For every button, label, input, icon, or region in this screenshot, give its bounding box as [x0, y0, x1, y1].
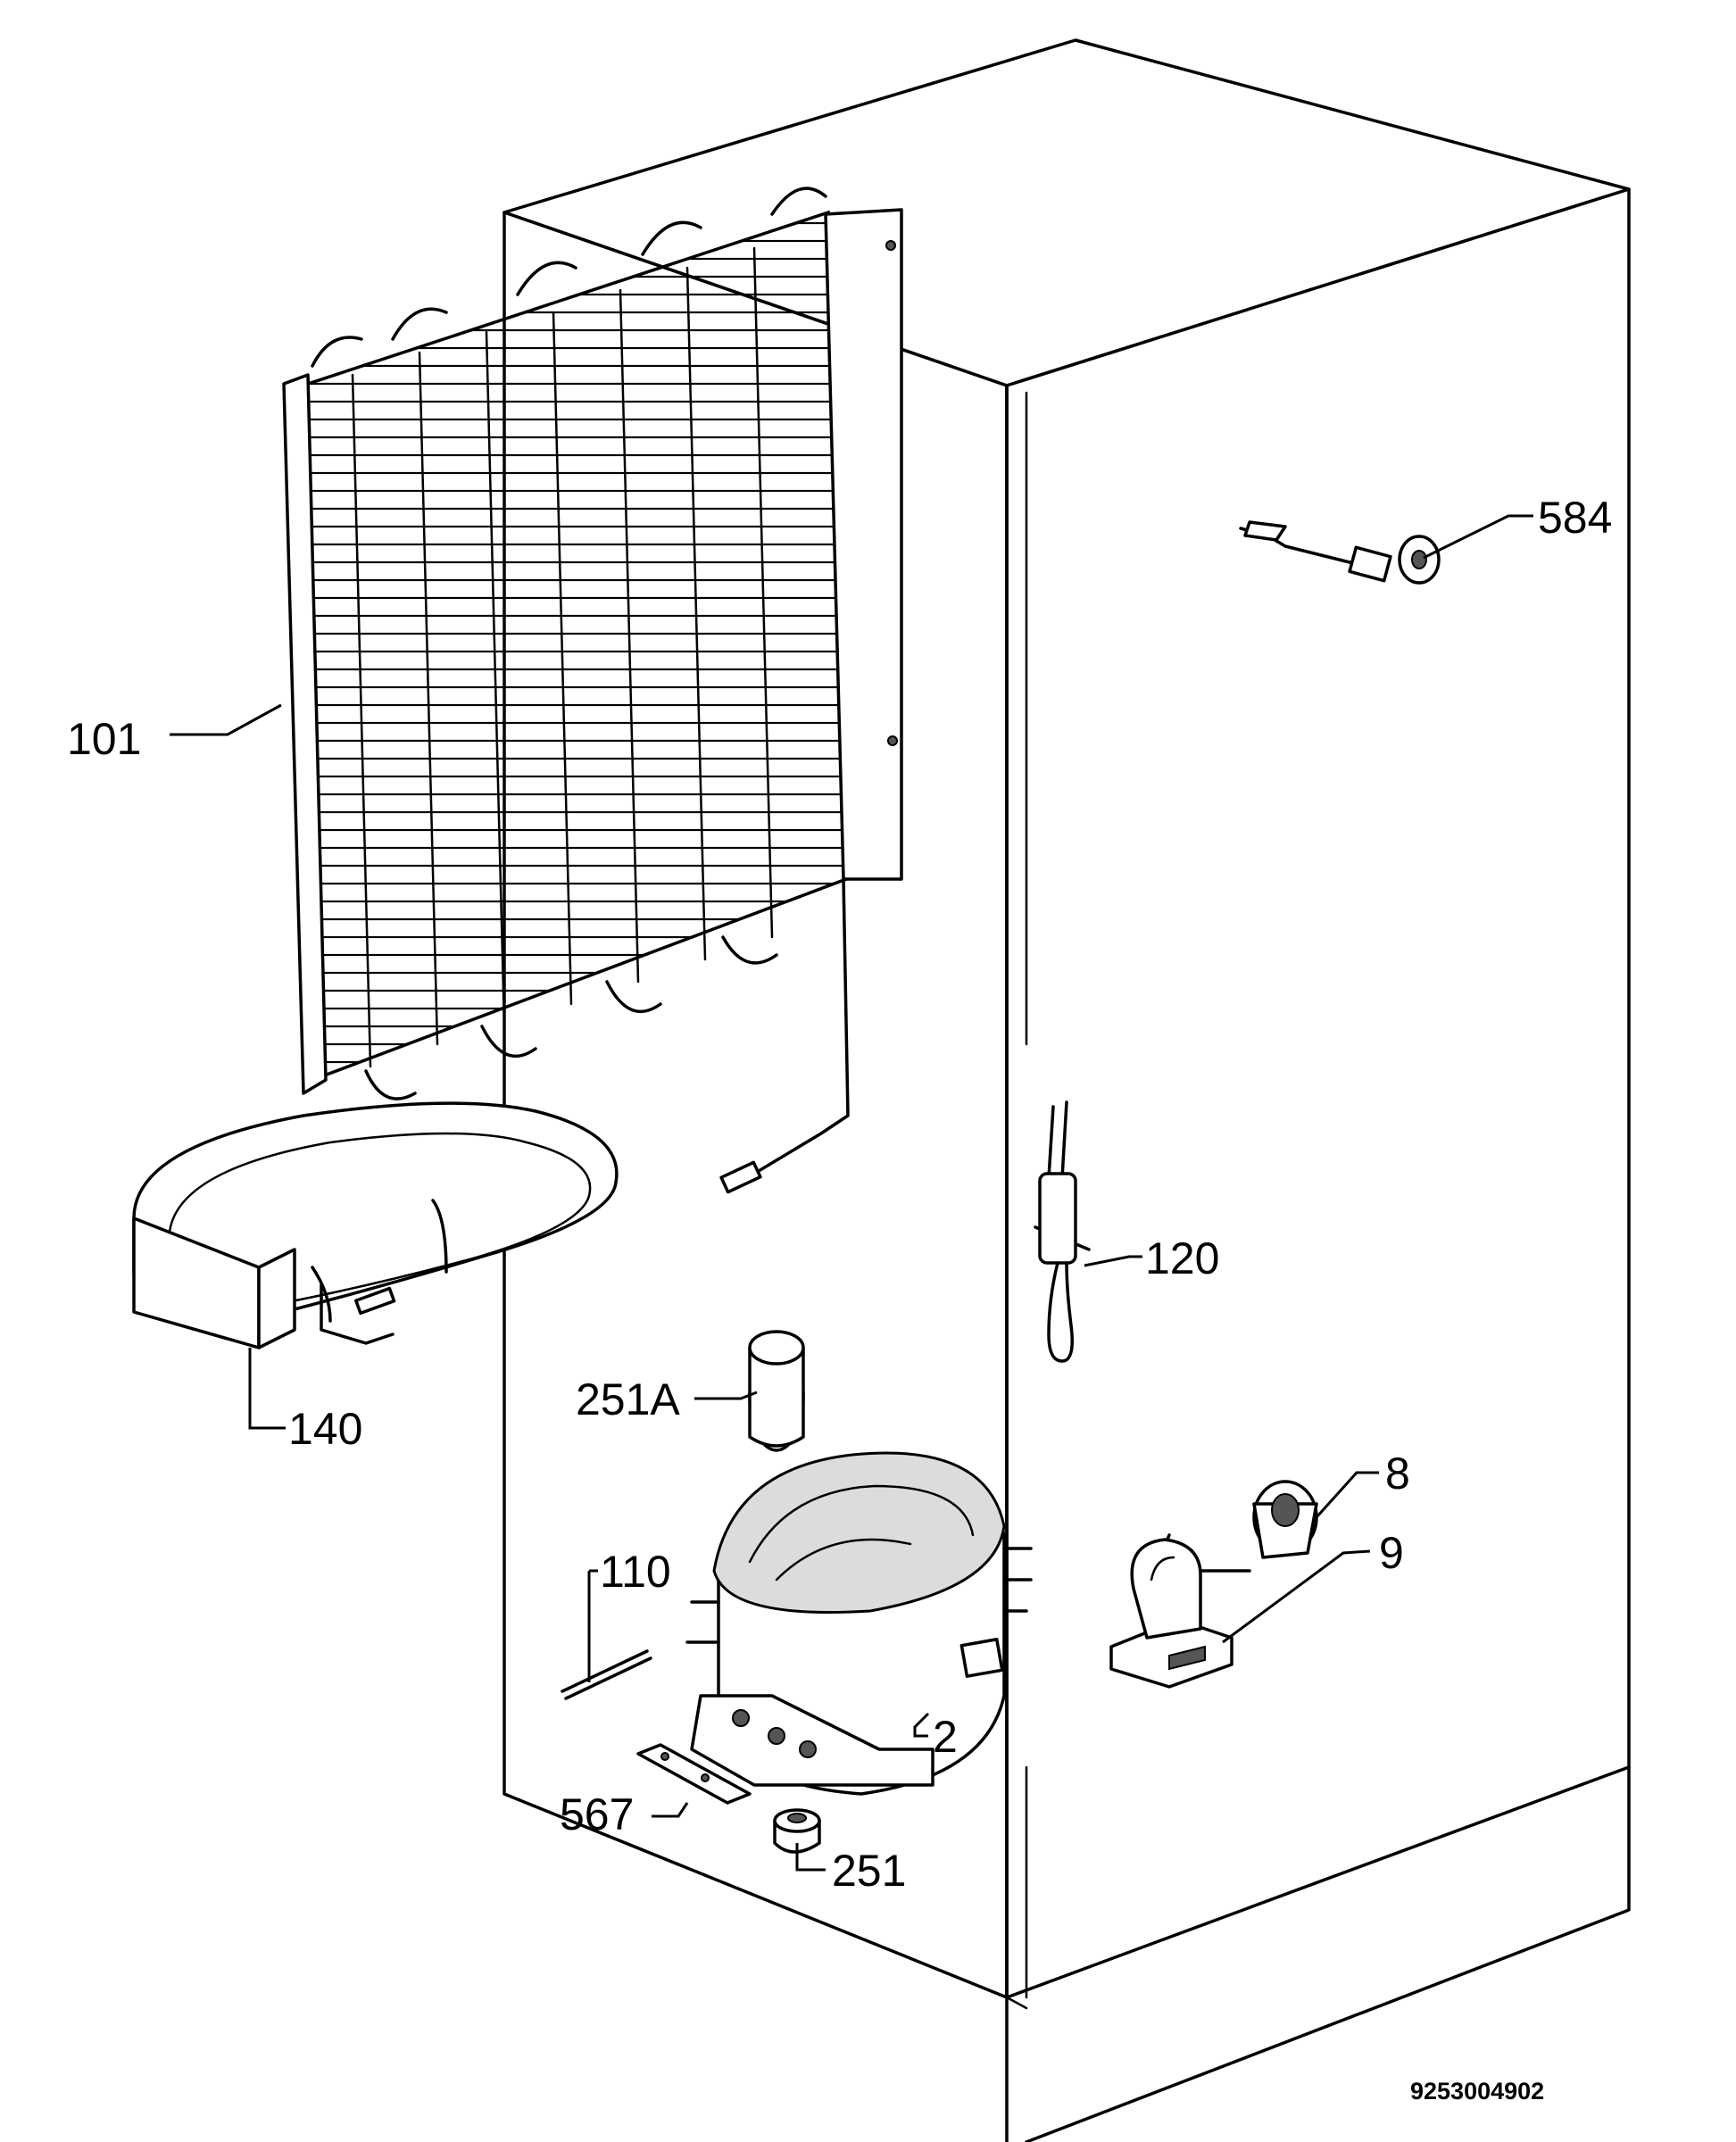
- label-grommet: 251A: [576, 1374, 680, 1424]
- label-capillary: 110: [600, 1547, 671, 1597]
- diagram-code: 9253004902: [1410, 2078, 1544, 2105]
- label-rubber-foot: 251: [832, 1846, 906, 1896]
- label-condenser: 101: [67, 714, 141, 764]
- svg-text:251A: 251A: [576, 1374, 680, 1424]
- label-mounting-plate: 567: [560, 1789, 634, 1839]
- dryer-filter: [1034, 1100, 1091, 1363]
- label-relay: 8: [1385, 1449, 1410, 1499]
- label-drip-tray: 140: [288, 1404, 362, 1454]
- label-relay-clip: 9: [1379, 1528, 1404, 1578]
- label-compressor: 2: [933, 1712, 958, 1762]
- label-dryer-filter: 120: [1145, 1233, 1219, 1283]
- label-thermostat-sensor: 584: [1538, 493, 1612, 543]
- condenser-grid: [282, 187, 903, 1194]
- grommet: [748, 1330, 805, 1452]
- rubber-foot: [773, 1808, 821, 1854]
- relay-clip: [1109, 1538, 1233, 1689]
- part-labels: 101 584 140 120 251A 110 8 9 2 567 251 9…: [67, 493, 1612, 2105]
- thermostat-sensor: [1239, 520, 1441, 585]
- drip-tray: [132, 1101, 619, 1349]
- leader-lines: [170, 514, 1533, 1872]
- capillary-tube: [561, 1649, 652, 1700]
- mounting-plate: [636, 1743, 752, 1805]
- start-relay: [1165, 1480, 1318, 1573]
- label-grommet-number: 251A: [576, 1374, 680, 1424]
- compressor: [685, 1451, 1033, 1796]
